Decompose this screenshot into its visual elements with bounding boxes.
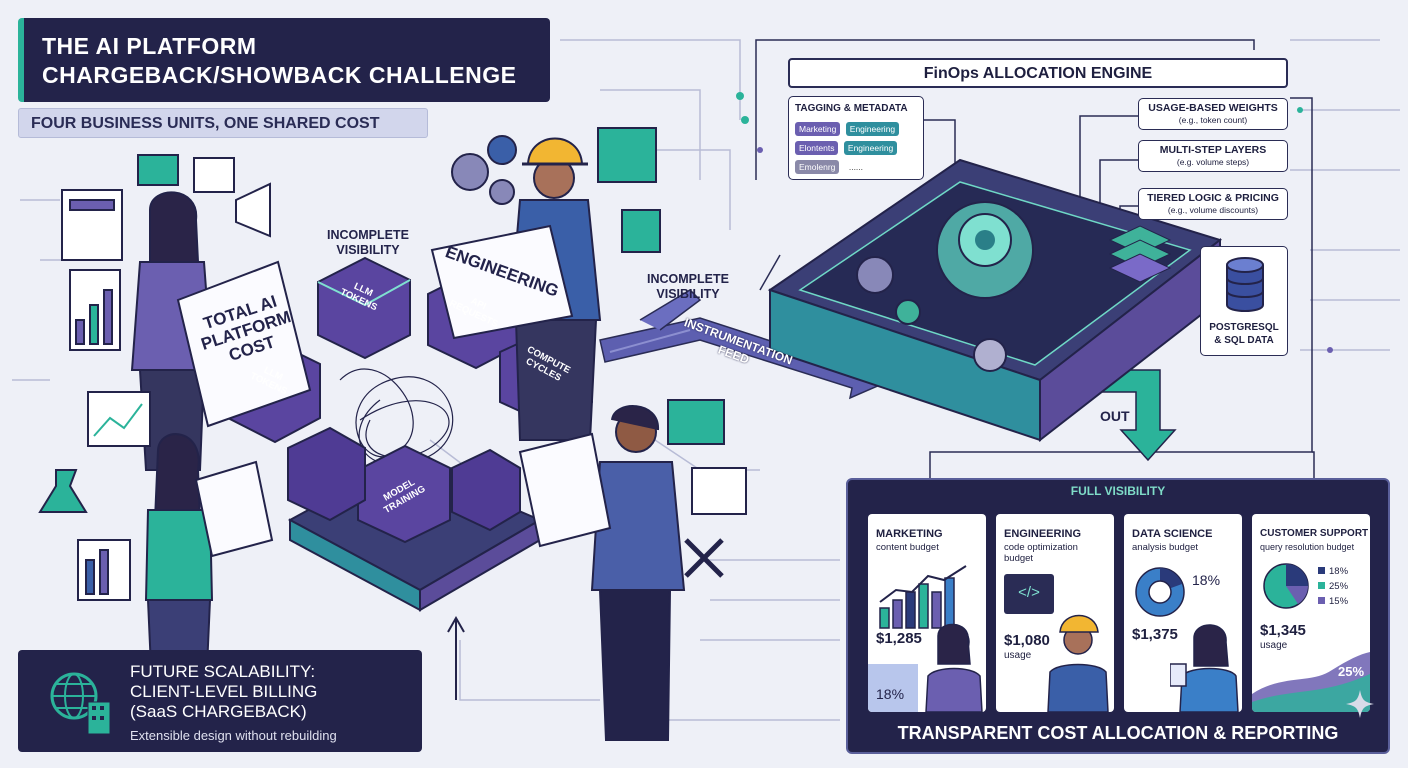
full-visibility-label: FULL VISIBILITY [1070, 484, 1166, 498]
database-label-line1: POSTGRESQL [1209, 322, 1279, 333]
analyst-avatar [1170, 624, 1239, 712]
multistep-sub: (e.g. volume steps) [1176, 157, 1250, 167]
card-amount: $1,080 [1004, 632, 1050, 649]
future-line3: (SaaS CHARGEBACK) [130, 702, 307, 721]
card-usage: usage [1260, 640, 1288, 651]
globe-building-icon [50, 672, 111, 735]
card-subtitle: query resolution budget [1260, 542, 1355, 552]
out-label: OUT [1100, 408, 1130, 424]
database-box: POSTGRESQL & SQL DATA [1200, 246, 1288, 356]
card-title: ENGINEERING [1004, 528, 1082, 540]
incomplete-visibility-1-line2: VISIBILITY [336, 243, 400, 257]
multistep-title: MULTI-STEP LAYERS [1159, 144, 1267, 156]
card-subtitle: analysis budget [1132, 542, 1199, 553]
person-avatar [925, 623, 983, 712]
card-corner-percent: 25% [1338, 664, 1365, 679]
bar-chart-icon [879, 565, 967, 629]
incomplete-visibility-2-line2: VISIBILITY [656, 287, 720, 301]
tag-chip: Engineering [843, 141, 898, 155]
card-percent: 18% [876, 686, 905, 702]
card-title: DATA SCIENCE [1132, 528, 1213, 540]
database-icon [1226, 257, 1264, 312]
pie-legend-value: 15% [1329, 596, 1349, 607]
report-card-data-science: DATA SCIENCE analysis budget 18% $1,375 [1124, 514, 1242, 712]
cube-small-right [451, 448, 521, 532]
code-icon: </> [1004, 574, 1054, 614]
worker-avatar [1047, 614, 1109, 712]
report-card-marketing: MARKETING content budget $1,285 18% [868, 514, 986, 712]
tiered-sub: (e.g., volume discounts) [1167, 205, 1259, 215]
donut-chart-icon [1135, 567, 1185, 617]
card-title: MARKETING [876, 528, 943, 540]
sparkle-icon [1346, 690, 1374, 718]
cube-llm-top [317, 256, 411, 360]
title-panel: THE AI PLATFORM CHARGEBACK/SHOWBACK CHAL… [18, 18, 550, 102]
pie-chart-icon [1263, 563, 1309, 609]
report-card-customer-support: CUSTOMER SUPPORT query resolution budget… [1252, 514, 1370, 712]
incomplete-visibility-label-2: INCOMPLETE VISIBILITY [636, 272, 740, 302]
future-scalability-panel: FUTURE SCALABILITY: CLIENT-LEVEL BILLING… [18, 650, 422, 752]
incomplete-visibility-2-line1: INCOMPLETE [647, 272, 729, 286]
card-amount: $1,285 [876, 630, 922, 647]
future-description: Extensible design without rebuilding [130, 728, 337, 743]
doc-engineering-shape [430, 224, 574, 340]
tagging-title: TAGGING & METADATA [795, 103, 908, 114]
report-card-engineering: ENGINEERING code optimization budget </>… [996, 514, 1114, 712]
engine-title: FinOps ALLOCATION ENGINE [788, 58, 1288, 88]
pie-legend-value: 25% [1329, 581, 1349, 592]
card-percent: 18% [1192, 572, 1221, 588]
pie-legend-item-1: 18% [1318, 564, 1348, 579]
card-amount: $1,345 [1260, 622, 1306, 639]
page-title-line2: CHARGEBACK/SHOWBACK CHALLENGE [42, 62, 517, 88]
multistep-layers-box: MULTI-STEP LAYERS (e.g. volume steps) [1138, 140, 1288, 172]
card-subtitle: code optimization budget [1004, 542, 1078, 564]
pie-legend: 18% 25% 15% [1318, 564, 1348, 609]
usage-weights-sub: (e.g., token count) [1178, 115, 1248, 125]
report-panel: FULL VISIBILITY MARKETING content budget… [846, 478, 1390, 754]
database-label-line2: & SQL DATA [1214, 335, 1274, 346]
tag-chip: Emolenrg [795, 160, 840, 174]
usage-weights-title: USAGE-BASED WEIGHTS [1148, 102, 1278, 114]
pie-legend-value: 18% [1329, 566, 1349, 577]
tag-chip: ...... [844, 160, 868, 174]
tagging-metadata-box: TAGGING & METADATA Marketing Engineering… [788, 96, 924, 180]
page-subtitle: FOUR BUSINESS UNITS, ONE SHARED COST [18, 108, 428, 138]
pie-legend-item-3: 15% [1318, 594, 1348, 609]
tag-chip: Elontents [795, 141, 839, 155]
card-amount: $1,375 [1132, 626, 1178, 643]
tiered-logic-box: TIERED LOGIC & PRICING (e.g., volume dis… [1138, 188, 1288, 220]
cube-small-left [287, 426, 366, 522]
card-subtitle: content budget [876, 542, 939, 553]
incomplete-visibility-label-1: INCOMPLETE VISIBILITY [318, 228, 418, 258]
tag-chip: Marketing [795, 122, 841, 136]
future-line1: FUTURE SCALABILITY: [130, 662, 316, 681]
usage-weights-box: USAGE-BASED WEIGHTS (e.g., token count) [1138, 98, 1288, 130]
card-title: CUSTOMER SUPPORT [1260, 528, 1369, 539]
area-wave [1252, 652, 1370, 712]
report-title: TRANSPARENT COST ALLOCATION & REPORTING [897, 723, 1339, 743]
doc-total-cost-shape [176, 260, 312, 428]
card-usage: usage [1004, 650, 1032, 661]
engine-platform [767, 158, 1223, 443]
database-label: POSTGRESQL & SQL DATA [1201, 321, 1287, 347]
incomplete-visibility-1-line1: INCOMPLETE [327, 228, 409, 242]
tag-chip: Engineering [845, 122, 900, 136]
pie-legend-item-2: 25% [1318, 579, 1348, 594]
future-line2: CLIENT-LEVEL BILLING [130, 682, 318, 701]
cube-training [357, 444, 451, 544]
tiered-title: TIERED LOGIC & PRICING [1147, 192, 1279, 204]
page-title-line1: THE AI PLATFORM [42, 33, 257, 59]
